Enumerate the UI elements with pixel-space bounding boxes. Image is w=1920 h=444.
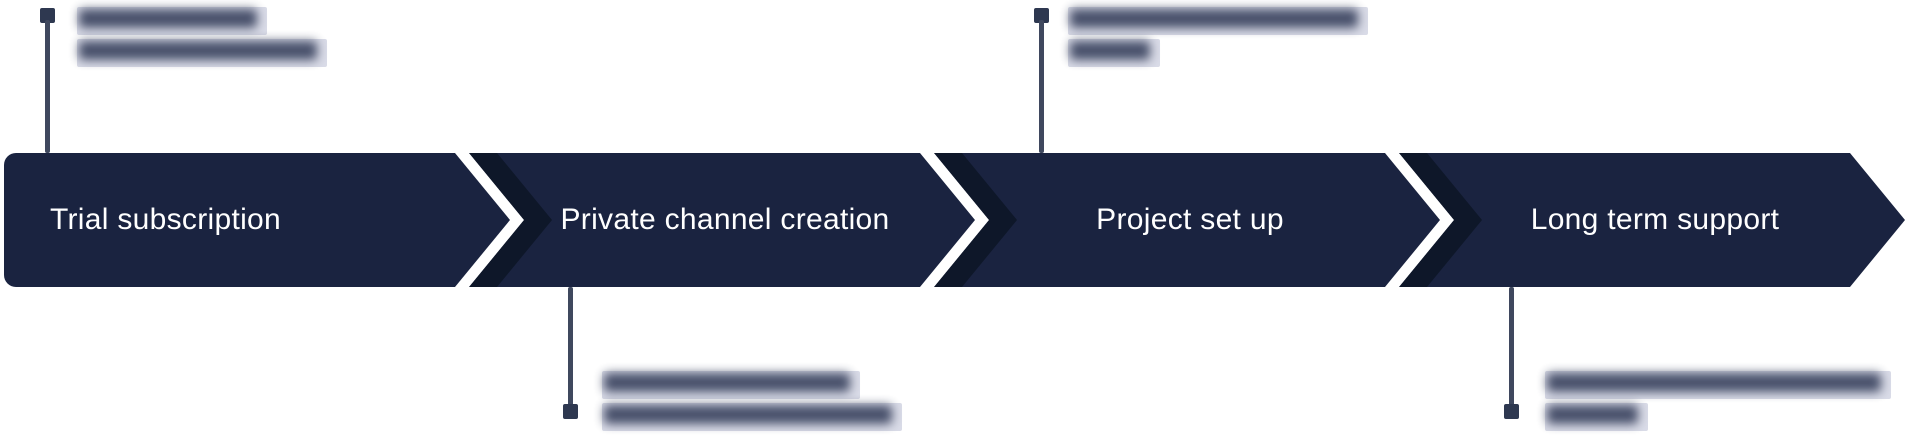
redaction-smudge [1547, 405, 1638, 424]
step-label: Project set up [1096, 203, 1284, 236]
step-label: Trial subscription [50, 203, 282, 236]
redaction-smudge [604, 405, 892, 424]
redacted-text-line [1068, 39, 1160, 67]
redacted-text-line [602, 403, 902, 431]
annotation-marker [40, 8, 55, 23]
redacted-text-line [77, 7, 267, 35]
redaction-smudge [604, 373, 850, 392]
redacted-text-line [77, 39, 327, 67]
redacted-text-line [1545, 371, 1891, 399]
step-chevron-private-channel-creation: Private channel creation [469, 153, 975, 287]
step-label: Private channel creation [560, 203, 890, 236]
redaction-smudge [79, 41, 317, 60]
redacted-text-line [602, 371, 860, 399]
step-chevron-long-term-support: Long term support [1399, 153, 1905, 287]
step-label: Long term support [1530, 203, 1780, 236]
annotation-connector-line [1509, 287, 1514, 409]
redaction-smudge [1070, 9, 1358, 28]
annotation-marker [1034, 8, 1049, 23]
annotation-connector-line [568, 287, 573, 409]
annotation-marker [1504, 404, 1519, 419]
annotation-marker [563, 404, 578, 419]
redacted-text-line [1068, 7, 1368, 35]
step-chevron-project-set-up: Project set up [934, 153, 1440, 287]
annotation-connector-line [45, 20, 50, 153]
redaction-smudge [1070, 41, 1150, 60]
redacted-text-line [1545, 403, 1648, 431]
step-chevron-trial-subscription: Trial subscription [4, 153, 510, 287]
redaction-smudge [1547, 373, 1881, 392]
annotation-connector-line [1039, 20, 1044, 153]
redaction-smudge [79, 9, 257, 28]
